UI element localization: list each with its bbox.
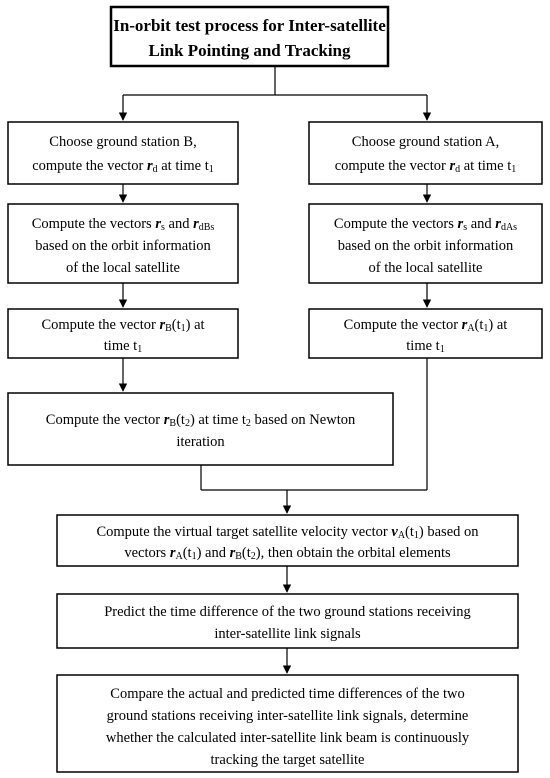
right-b3-line-2: time t1 xyxy=(406,338,444,355)
right-box-compute-ra-t1: Compute the vector rA(t1) at time t1 xyxy=(308,308,543,359)
merge-line-1: Compute the virtual target satellite vel… xyxy=(96,524,479,541)
merge-box-virtual-velocity: Compute the virtual target satellite vel… xyxy=(56,514,519,567)
right-box-compute-rs-rdas: Compute the vectors rs and rdAs based on… xyxy=(308,203,543,284)
connectors xyxy=(118,66,432,674)
predict-line-1: Predict the time difference of the two g… xyxy=(104,604,471,620)
compare-box-tracking-check: Compare the actual and predicted time di… xyxy=(56,674,519,773)
left-b1-line-2: compute the vector rd at time t1 xyxy=(32,158,214,175)
right-b1-line-1: Choose ground station A, xyxy=(352,134,499,150)
compare-line-3: whether the calculated inter-satellite l… xyxy=(106,730,470,746)
left-b2-line-1: Compute the vectors rs and rdBs xyxy=(32,216,215,233)
right-b2-line-2: based on the orbit information xyxy=(338,238,514,254)
left-box-compute-rb-t1: Compute the vector rB(t1) at time t1 xyxy=(7,308,239,359)
left-b4-line-2: iteration xyxy=(176,434,225,450)
left-b2-line-3: of the local satellite xyxy=(66,260,180,276)
compare-line-1: Compare the actual and predicted time di… xyxy=(110,686,464,702)
right-b2-line-3: of the local satellite xyxy=(369,260,483,276)
compare-line-4: tracking the target satellite xyxy=(211,752,365,768)
predict-box-time-difference: Predict the time difference of the two g… xyxy=(56,593,519,649)
left-b3-line-1: Compute the vector rB(t1) at xyxy=(41,317,204,334)
predict-line-2: inter-satellite link signals xyxy=(214,626,361,642)
right-b2-line-1: Compute the vectors rs and rdAs xyxy=(334,216,517,233)
left-b4-line-1: Compute the vector rB(t2) at time t2 bas… xyxy=(46,412,356,429)
right-b3-line-1: Compute the vector rA(t1) at xyxy=(344,317,508,334)
left-box-choose-station-b: Choose ground station B, compute the vec… xyxy=(7,121,239,185)
right-b1-line-2: compute the vector rd at time t1 xyxy=(335,158,517,175)
left-box-compute-rs-rdbs: Compute the vectors rs and rdBs based on… xyxy=(7,203,239,284)
right-box-choose-station-a: Choose ground station A, compute the vec… xyxy=(308,121,543,185)
left-box-compute-rb-t2: Compute the vector rB(t2) at time t2 bas… xyxy=(7,392,394,466)
left-b2-line-2: based on the orbit information xyxy=(35,238,211,254)
merge-line-2: vectors rA(t1) and rB(t2), then obtain t… xyxy=(124,545,451,562)
title-line-2: Link Pointing and Tracking xyxy=(148,41,351,60)
title-box: In-orbit test process for Inter-satellit… xyxy=(109,5,390,68)
title-line-1: In-orbit test process for Inter-satellit… xyxy=(113,16,386,35)
compare-line-2: ground stations receiving inter-satellit… xyxy=(107,708,469,724)
left-b3-line-2: time t1 xyxy=(104,338,142,355)
left-b1-line-1: Choose ground station B, xyxy=(49,134,196,150)
